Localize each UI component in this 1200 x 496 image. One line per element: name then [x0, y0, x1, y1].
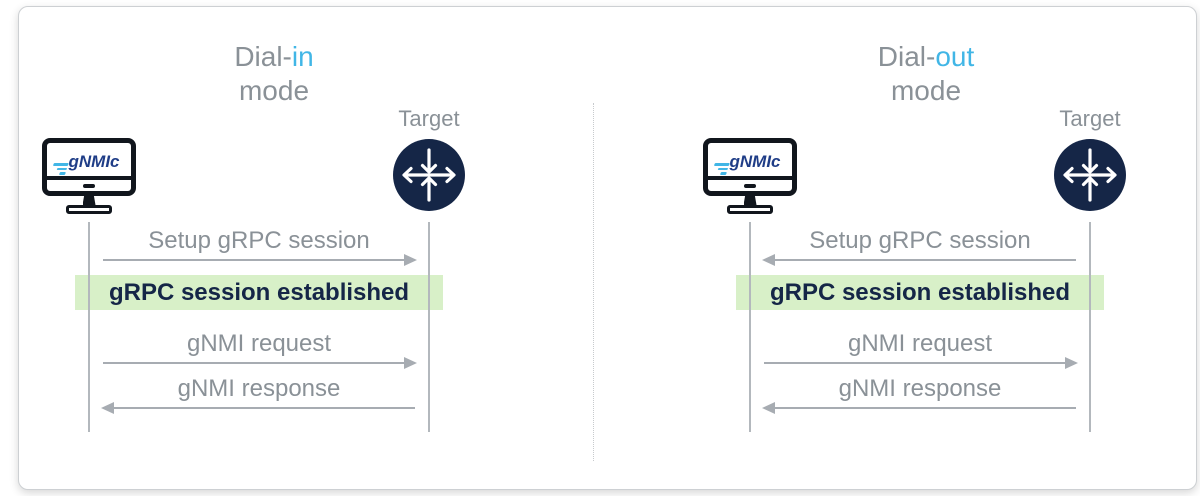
response-arrow [762, 402, 1076, 414]
target-lifeline [1089, 222, 1091, 432]
gnmic-client: gNMIc [42, 138, 136, 214]
message-setup: Setup gRPC session [750, 226, 1090, 266]
message-label: gNMI response [177, 375, 341, 402]
speedlines-icon [711, 163, 730, 175]
monitor-power-dot [744, 183, 756, 188]
monitor-stand-base [727, 205, 773, 214]
message-established: gRPC session established [736, 275, 1104, 310]
monitor-icon: gNMIc [703, 138, 797, 196]
monitor-stand-neck [743, 196, 757, 205]
speedlines-icon [50, 163, 69, 175]
title-line1: Dial-in [114, 40, 434, 74]
title-accent: in [291, 41, 314, 72]
highlight-label: gRPC session established [769, 279, 1071, 306]
router-icon [1054, 139, 1126, 211]
message-label: gNMI request [847, 330, 993, 357]
response-arrow [101, 402, 415, 414]
title-line2: mode [890, 75, 962, 106]
monitor-chin [46, 176, 132, 191]
message-response: gNMI response [750, 374, 1090, 414]
monitor-stand-neck [82, 196, 96, 205]
monitor-screen: gNMIc [708, 143, 792, 180]
panel-dial-out: Dial-out mode Target gNMIc [607, 7, 1196, 489]
panel-divider [593, 103, 594, 461]
title-prefix: Dial- [877, 41, 936, 72]
client-lifeline [88, 222, 90, 432]
request-arrow [764, 357, 1078, 369]
highlight-label: gRPC session established [108, 279, 410, 306]
diagram-card: Dial-in mode Target gNMIc [18, 6, 1197, 490]
message-request: gNMI request [89, 329, 429, 369]
message-response: gNMI response [89, 374, 429, 414]
gnmic-client: gNMIc [703, 138, 797, 214]
message-label: gNMI response [838, 375, 1002, 402]
title-prefix: Dial- [234, 41, 292, 72]
request-arrow [103, 357, 417, 369]
panel-title: Dial-in mode [114, 40, 434, 108]
message-request: gNMI request [750, 329, 1090, 369]
target-label: Target [1059, 106, 1121, 131]
target-label: Target [398, 106, 460, 131]
message-established: gRPC session established [75, 275, 443, 310]
monitor-power-dot [83, 183, 95, 188]
message-label: Setup gRPC session [148, 227, 370, 254]
message-label: Setup gRPC session [809, 227, 1031, 254]
gnmic-logo: gNMIc [729, 151, 781, 171]
title-line2: mode [238, 75, 310, 106]
setup-arrow [762, 254, 1076, 266]
message-label: gNMI request [186, 330, 332, 357]
monitor-chin [707, 176, 793, 191]
title-accent: out [935, 41, 975, 72]
panel-dial-in: Dial-in mode Target gNMIc [19, 7, 607, 489]
gnmic-logo: gNMIc [68, 151, 120, 171]
setup-arrow [103, 254, 417, 266]
target-lifeline [428, 222, 430, 432]
monitor-icon: gNMIc [42, 138, 136, 196]
monitor-stand-base [66, 205, 112, 214]
client-lifeline [749, 222, 751, 432]
monitor-screen: gNMIc [47, 143, 131, 180]
router-icon [393, 139, 465, 211]
message-setup: Setup gRPC session [89, 226, 429, 266]
panel-title: Dial-out mode [766, 40, 1086, 108]
title-line1: Dial-out [766, 40, 1086, 74]
